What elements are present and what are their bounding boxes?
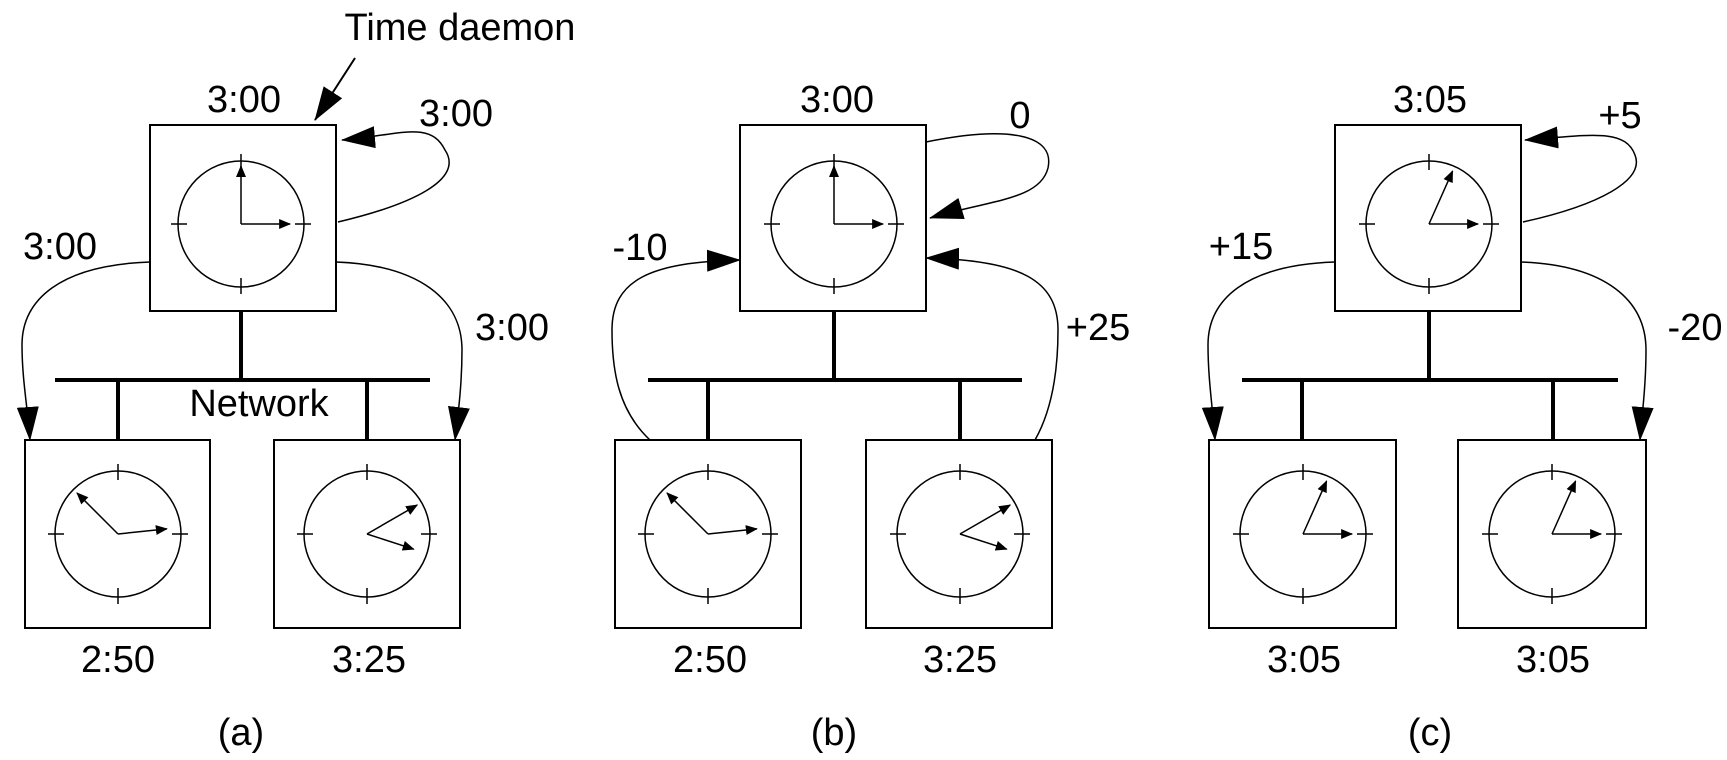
left-machine-clock-icon — [48, 464, 188, 604]
clock-hand-short — [366, 533, 415, 551]
panel-caption: (c) — [1408, 712, 1452, 754]
clock-hand-short — [117, 525, 168, 535]
clock-hand-long — [1551, 480, 1577, 535]
daemon-self-label: 0 — [1009, 95, 1030, 137]
left-machine-box — [24, 439, 211, 629]
left-machine-time: 2:50 — [673, 639, 747, 681]
right-reply-label: +25 — [1066, 307, 1130, 349]
right-machine-clock-icon — [297, 464, 437, 604]
clock-hand-long — [1302, 480, 1328, 535]
panel-caption: (a) — [218, 712, 264, 754]
daemon-self-label: +5 — [1598, 95, 1641, 137]
left-send-label: 3:00 — [23, 226, 97, 268]
daemon-box — [739, 124, 927, 312]
daemon-time-label: 3:00 — [207, 79, 281, 121]
clock-hand-short — [959, 533, 1008, 551]
daemon-clock-icon — [171, 154, 311, 294]
right-machine-time: 3:25 — [923, 639, 997, 681]
callout-arrow — [314, 57, 356, 121]
left-machine-time: 3:05 — [1267, 639, 1341, 681]
clock-hand-long — [959, 504, 1012, 535]
clock-hand-short — [707, 525, 758, 535]
left-send-label: +15 — [1209, 226, 1273, 268]
left-machine-time: 2:50 — [81, 639, 155, 681]
right-machine-time: 3:05 — [1516, 639, 1590, 681]
right-send-label: -20 — [1668, 307, 1723, 349]
right-reply-arrow — [925, 247, 1059, 441]
right-machine-box — [1457, 439, 1647, 629]
daemon-self-loop-arrow — [337, 126, 450, 223]
clock-hand-long — [666, 492, 709, 535]
daemon-box — [1334, 124, 1522, 312]
left-send-arrow — [16, 261, 151, 441]
daemon-time-label: 3:05 — [1393, 79, 1467, 121]
right-machine-time: 3:25 — [332, 639, 406, 681]
right-machine-box — [273, 439, 461, 629]
left-machine-box — [1208, 439, 1397, 629]
right-send-arrow — [1520, 261, 1654, 441]
panel-a: 3:00 Time daemon 3:00 Network 2:50 3:25 … — [16, 7, 576, 754]
daemon-self-loop-arrow — [925, 133, 1050, 220]
panel-caption: (b) — [811, 712, 857, 754]
daemon-self-label: 3:00 — [419, 93, 493, 135]
clock-hand-long — [76, 492, 119, 535]
right-machine-box — [865, 439, 1053, 629]
time-daemon-callout: Time daemon — [345, 7, 576, 49]
daemon-clock-icon — [1359, 154, 1499, 294]
left-machine-box — [614, 439, 802, 629]
left-machine-clock-icon — [638, 464, 778, 604]
clock-hand-long — [1428, 170, 1454, 225]
left-send-arrow — [1201, 261, 1336, 441]
network-label: Network — [189, 383, 329, 425]
left-machine-clock-icon — [1233, 464, 1373, 604]
right-machine-clock-icon — [1482, 464, 1622, 604]
daemon-self-loop-arrow — [1522, 126, 1638, 223]
panel-b: 3:00 0 2:50 3:25 -10 +25 (b) — [611, 79, 1130, 754]
daemon-clock-icon — [764, 154, 904, 294]
clock-hand-long — [366, 504, 419, 535]
right-send-label: 3:00 — [475, 307, 549, 349]
panel-c: 3:05 +5 3:05 3:05 +15 -20 (c) — [1201, 79, 1723, 754]
right-send-arrow — [335, 261, 470, 441]
left-reply-arrow — [611, 249, 741, 441]
daemon-time-label: 3:00 — [800, 79, 874, 121]
right-machine-clock-icon — [890, 464, 1030, 604]
left-reply-label: -10 — [613, 227, 668, 269]
